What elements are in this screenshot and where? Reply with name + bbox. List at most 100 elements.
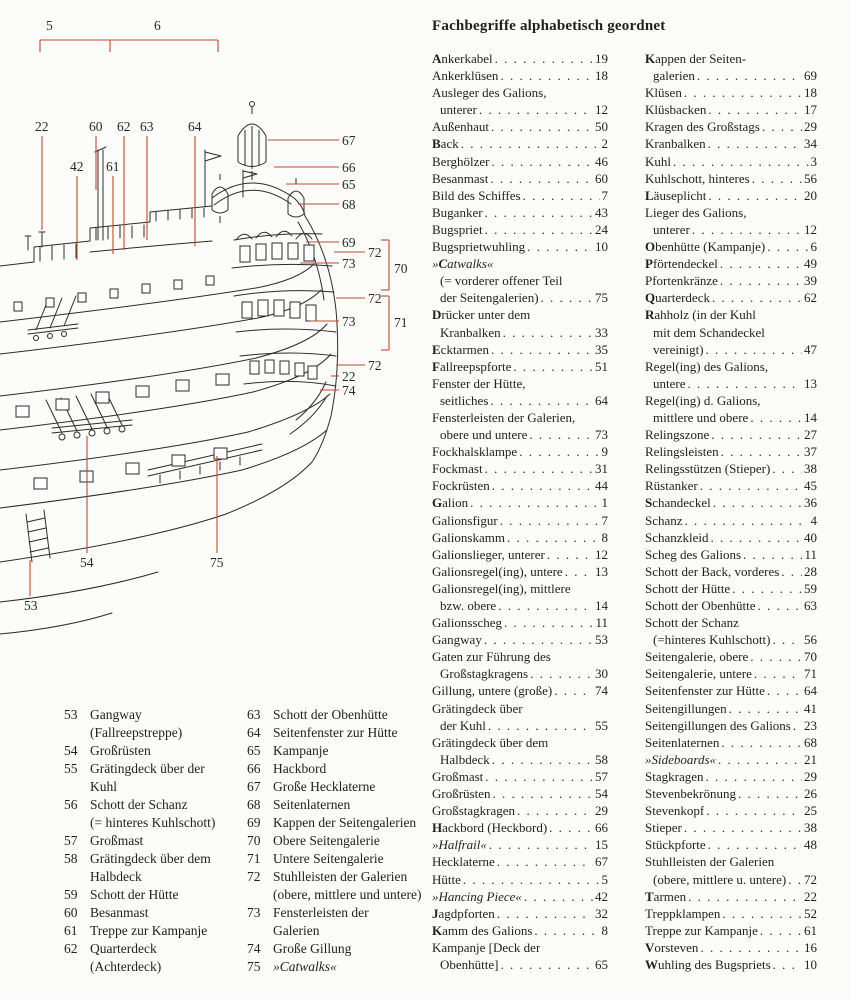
legend-text: Großrüsten	[90, 742, 151, 760]
index-term: Seitengillungen des Galions	[645, 717, 791, 733]
index-term: Kappen der Seiten-	[645, 51, 747, 66]
index-entry-line: Bild des Schiffes. . . . . . . . . . . .…	[432, 187, 608, 204]
index-entry-line: Galion. . . . . . . . . . . . . . . . . …	[432, 494, 608, 511]
index-entry-line: Kappen der Seiten-	[645, 50, 817, 67]
legend-text: Schott der Schanz(= hinteres Kuhlschott)	[90, 796, 215, 832]
index-term: Regel(ing) des Galions,	[645, 358, 769, 374]
index-page-number: 65	[595, 956, 608, 972]
index-entry-line: Buganker. . . . . . . . . . . . . . . . …	[432, 204, 608, 221]
index-term: Ankerkabel	[432, 51, 493, 66]
dot-leader: . . . . . . . . . . . . . . . . . . . . …	[767, 239, 808, 255]
legend-text-line: Fensterleisten der	[273, 905, 369, 920]
index-term: der Seitengalerien)	[440, 290, 539, 306]
index-term: unterer	[440, 102, 477, 118]
dot-leader: . . . . . . . . . . . . . . . . . . . . …	[484, 204, 593, 220]
index-term: Grätingdeck über	[432, 700, 523, 716]
index-page-number: 23	[804, 717, 817, 733]
gun-port	[79, 470, 94, 483]
dot-leader: . . . . . . . . . . . . . . . . . . . . …	[485, 768, 593, 784]
deadeyes	[33, 331, 126, 441]
callout-number: 6	[154, 18, 161, 33]
index-term: Kampanje [Deck der	[432, 939, 541, 955]
wale-5	[0, 393, 331, 471]
callout-number: 70	[394, 261, 408, 276]
legend-number: 71	[247, 851, 261, 866]
dot-leader: . . . . . . . . . . . . . . . . . . . . …	[688, 888, 802, 904]
index-entry-line: Kranbalken. . . . . . . . . . . . . . . …	[645, 135, 817, 152]
dot-leader: . . . . . . . . . . . . . . . . . . . . …	[554, 683, 593, 699]
dot-leader: . . . . . . . . . . . . . . . . . . . . …	[519, 444, 600, 460]
index-page-number: 14	[804, 409, 817, 425]
index-entry-line: Galionsfigur. . . . . . . . . . . . . . …	[432, 512, 608, 529]
index-term: Kragen des Großstags	[645, 119, 760, 135]
main-shrouds	[45, 391, 123, 434]
index-page-number: 9	[601, 444, 609, 460]
index-term: Wuhling des Bugspriets	[645, 956, 771, 972]
dot-leader: . . . . . . . . . . . . . . . . . . . . …	[757, 598, 802, 613]
dot-leader: . . . . . . . . . . . . . . . . . . . . …	[722, 905, 802, 921]
deadeye	[47, 333, 53, 339]
legend-text-line: Stuhlleisten der Galerien	[273, 869, 408, 884]
index-term: Kranbalken	[440, 324, 501, 340]
index-term: Pfortenkränze	[645, 273, 718, 289]
legend-text-line: (= hinteres Kuhlschott)	[90, 815, 216, 830]
dot-leader: . . . . . . . . . . . . . . . . . . . . …	[478, 102, 593, 118]
dot-leader: . . . . . . . . . . . . . . . . . . . . …	[732, 580, 802, 596]
gallery-window	[273, 299, 285, 317]
index-entry-line: Halbdeck. . . . . . . . . . . . . . . . …	[432, 751, 608, 768]
index-page-number: 21	[804, 751, 817, 767]
index-page-number: 43	[595, 204, 608, 220]
legend-text: Seitenlaternen	[273, 796, 350, 814]
balusters-1	[39, 243, 77, 262]
callout-number: 22	[342, 369, 356, 384]
index-entry-line: Stevenbekrönung. . . . . . . . . . . . .…	[645, 785, 817, 802]
index-term: Fockhalsklampe	[432, 444, 518, 460]
dot-leader: . . . . . . . . . . . . . . . . . . . . …	[527, 239, 593, 255]
dot-leader: . . . . . . . . . . . . . . . . . . . . …	[766, 683, 802, 699]
dot-leader: . . . . . . . . . . . . . . . . . . . . …	[534, 922, 599, 938]
index-term: mittlere und obere	[653, 409, 749, 425]
index-entry-line: Großrüsten. . . . . . . . . . . . . . . …	[432, 785, 608, 802]
index-page-number: 39	[804, 273, 817, 289]
index-page-number: 61	[804, 922, 817, 938]
index-term: Fenster der Hütte,	[432, 375, 526, 391]
gun-ports	[13, 275, 230, 490]
index-entry-line: »Sideboards«. . . . . . . . . . . . . . …	[645, 751, 817, 768]
index-page-number: 28	[804, 563, 817, 579]
index-page-number: 27	[804, 427, 817, 443]
index-page-number: 15	[595, 837, 608, 853]
gallery-windows	[239, 242, 318, 380]
index-entry-line: »Hancing Piece«. . . . . . . . . . . . .…	[432, 888, 608, 905]
index-entry-line: Großstagkragen. . . . . . . . . . . . . …	[432, 802, 608, 819]
index-term: Großstagkragen	[432, 803, 516, 819]
index-term: Fockrüsten	[432, 478, 490, 494]
hull-lines	[0, 146, 339, 635]
dot-leader: . . . . . . . . . . . . . . . . . . . . …	[700, 939, 802, 955]
index-entry-line: Ankerkabel. . . . . . . . . . . . . . . …	[432, 50, 608, 67]
index-term: Kuhl	[645, 153, 671, 169]
callout-number: 75	[210, 555, 224, 570]
index-page-number: 54	[595, 786, 608, 802]
index-entry-line: Hütte. . . . . . . . . . . . . . . . . .…	[432, 871, 608, 888]
index-page-number: 26	[804, 786, 817, 802]
callout-number: 66	[342, 160, 356, 175]
index-page-number: 47	[804, 341, 817, 357]
dot-leader: . . . . . . . . . . . . . . . . . . . . …	[683, 820, 802, 836]
legend-text-line: Große Hecklaterne	[273, 779, 376, 794]
index-page-number: 7	[601, 512, 609, 528]
index-page-number: 29	[804, 768, 817, 784]
legend-number: 56	[64, 797, 78, 812]
deadeye	[103, 427, 111, 435]
callout-number: 5	[46, 18, 53, 33]
dot-leader: . . . . . . . . . . . . . . . . . . . . …	[781, 563, 802, 579]
dot-leader: . . . . . . . . . . . . . . . . . . . . …	[530, 666, 593, 682]
gun-port	[55, 398, 70, 411]
index-term: Relingszone	[645, 427, 710, 443]
